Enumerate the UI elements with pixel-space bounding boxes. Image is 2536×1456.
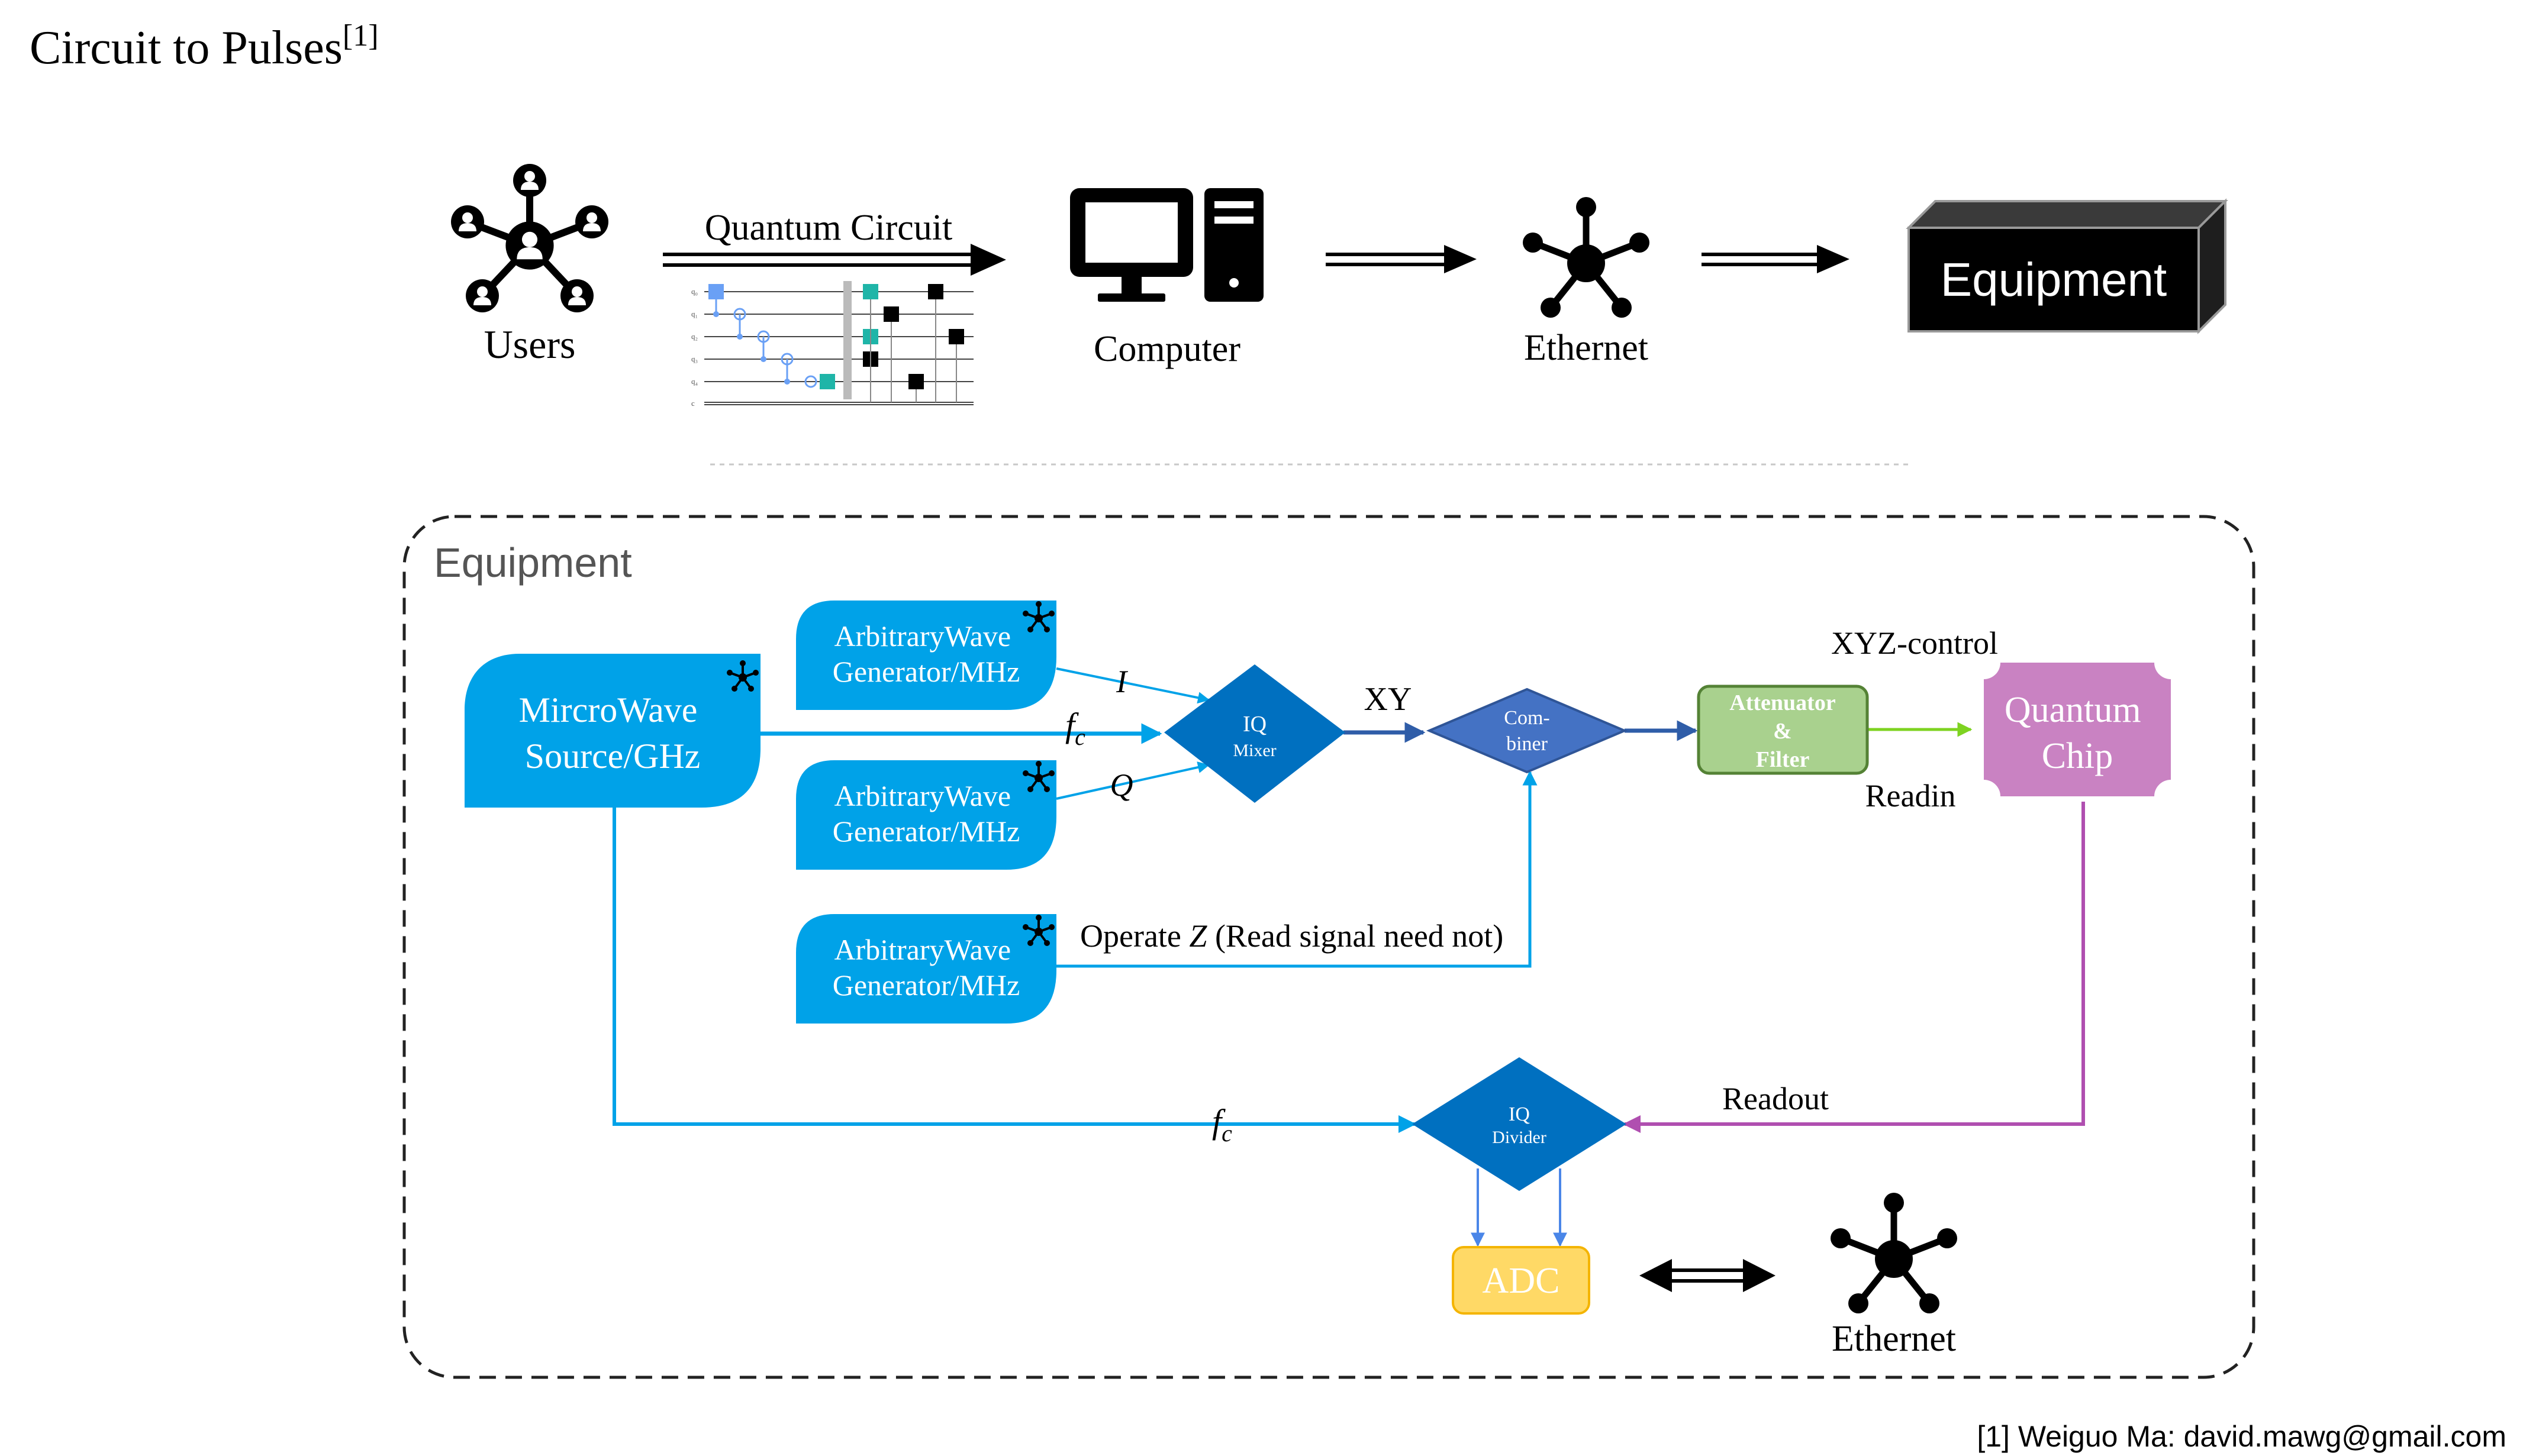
footnote: [1] Weiguo Ma: david.mawg@gmail.com — [1977, 1420, 2506, 1453]
qubit-label: q₄ — [691, 377, 698, 386]
arrow-users-to-computer — [663, 244, 1006, 276]
awg-bottom-block: ArbitraryWave Generator/MHz — [796, 913, 1056, 1024]
ethernet-hub-icon — [1523, 197, 1649, 318]
readout-label: Readout — [1722, 1081, 1829, 1116]
i-signal-label: I — [1116, 664, 1129, 699]
equipment-box-label: Equipment — [1941, 253, 2167, 306]
awg-top-line1: ArbitraryWave — [834, 619, 1011, 653]
iq-mixer-line2: Mixer — [1233, 741, 1276, 760]
operate-z-pre: Operate — [1080, 918, 1189, 954]
qubit-label: q₃ — [691, 354, 698, 363]
page-title: Circuit to Pulses[1] — [30, 19, 379, 74]
operate-z-var: Z — [1189, 918, 1207, 954]
page-title-ref: [1] — [343, 19, 379, 53]
quantum-chip-line1: Quantum — [2005, 690, 2141, 730]
attenuator-line3: Filter — [1756, 747, 1810, 772]
awg-bottom-line2: Generator/MHz — [833, 968, 1020, 1002]
computer-label: Computer — [1094, 329, 1240, 369]
equipment-panel — [402, 515, 2255, 1379]
combiner-line2: biner — [1506, 733, 1548, 755]
microwave-source-line2: Source/GHz — [525, 737, 701, 776]
iq-divider-line2: Divider — [1492, 1128, 1546, 1147]
xyz-control-label: XYZ-control — [1831, 625, 1998, 661]
ethernet-label-top: Ethernet — [1524, 328, 1648, 368]
svg-text:MircroWave Source/GHz: MircroWave Source/GHz — [519, 690, 707, 776]
attenuator-filter-block: Attenuator & Filter — [1697, 685, 1869, 775]
combiner-block: Com- biner — [1426, 687, 1628, 774]
attenuator-line2: & — [1773, 719, 1792, 744]
svg-text:ArbitraryWave Generator/: ArbitraryWave Generator/MHz — [833, 619, 1020, 688]
awg-mid-block: ArbitraryWave Generator/MHz — [796, 760, 1056, 870]
xy-label: XY — [1364, 681, 1412, 718]
svg-text:ArbitraryWave Generator/: ArbitraryWave Generator/MHz — [833, 933, 1020, 1002]
iq-divider-line1: IQ — [1509, 1103, 1530, 1125]
operate-z-label: Operate Z (Read signal need not) — [1080, 918, 1503, 954]
awg-top-line2: Generator/MHz — [833, 655, 1020, 688]
equipment-panel-title: Equipment — [434, 540, 632, 586]
equipment-box: Equipment — [1906, 198, 2228, 334]
microwave-source-line1: MircroWave — [519, 690, 698, 729]
users-label: Users — [484, 322, 576, 367]
iq-mixer-block: IQ Mixer — [1164, 664, 1345, 803]
users-icon — [451, 164, 608, 312]
adc-block: ADC — [1452, 1246, 1590, 1315]
quantum-chip-line2: Chip — [2042, 736, 2113, 776]
awg-bottom-line1: ArbitraryWave — [834, 933, 1011, 966]
adc-label: ADC — [1483, 1261, 1560, 1301]
qubit-label: q₁ — [691, 309, 698, 318]
ethernet-label-bottom: Ethernet — [1832, 1319, 1956, 1359]
qubit-label: c — [691, 399, 695, 408]
fc-label-bottom: fc — [1212, 1102, 1232, 1147]
quantum-circuit-thumbnail: q₀ q₁ q₂ q₃ q₄ c — [691, 281, 974, 408]
signal-lines — [613, 667, 2085, 1292]
quantum-circuit-label: Quantum Circuit — [705, 208, 952, 248]
iq-mixer-line1: IQ — [1243, 712, 1267, 737]
microwave-source-block: MircroWave Source/GHz — [465, 654, 761, 808]
qubit-label: q₀ — [691, 287, 698, 296]
awg-mid-line1: ArbitraryWave — [834, 779, 1011, 812]
computer-icon — [1070, 188, 1264, 302]
iq-divider-block: IQ Divider — [1412, 1057, 1626, 1191]
attenuator-line1: Attenuator — [1729, 690, 1836, 715]
quantum-chip-block: Quantum Chip — [1984, 663, 2171, 796]
arrow-ethernet-to-equipment — [1702, 245, 1849, 273]
qubit-label: q₂ — [691, 332, 698, 341]
arrow-computer-to-ethernet — [1326, 245, 1477, 273]
operate-z-post: (Read signal need not) — [1207, 918, 1503, 954]
fc-bottom-sub: c — [1222, 1120, 1232, 1147]
combiner-line1: Com- — [1504, 707, 1549, 729]
svg-text:ArbitraryWave Generator/: ArbitraryWave Generator/MHz — [833, 779, 1020, 848]
q-signal-label: Q — [1110, 767, 1133, 803]
awg-top-block: ArbitraryWave Generator/MHz — [796, 600, 1056, 710]
svg-text:Quantum Chip: Quantum Chip — [2005, 690, 2150, 776]
readin-label: Readin — [1865, 778, 1956, 813]
fc-top-sub: c — [1075, 724, 1085, 750]
page-title-text: Circuit to Pulses — [30, 22, 343, 74]
fc-label-top: fc — [1065, 706, 1085, 750]
awg-mid-line2: Generator/MHz — [833, 815, 1020, 848]
ethernet-hub-icon-bottom — [1831, 1193, 1957, 1313]
